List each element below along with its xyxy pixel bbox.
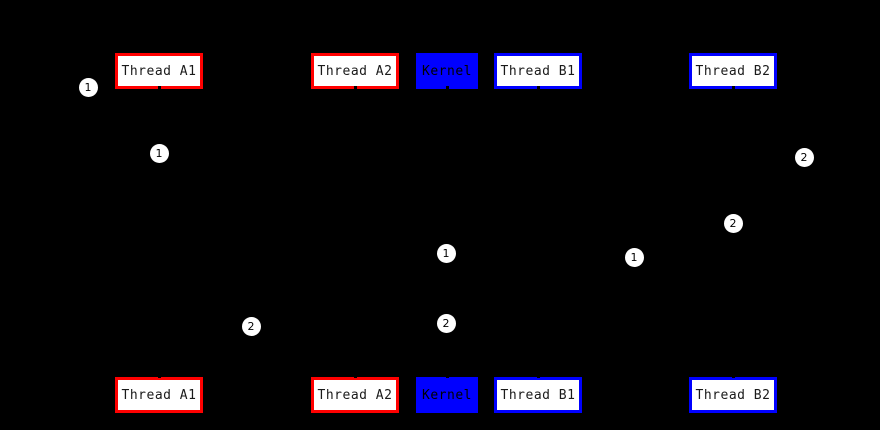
lifeline-thread-b2 [733, 89, 734, 377]
participant-label: Thread B1 [500, 63, 576, 79]
lifeline-stub-thread-a2-top [354, 86, 357, 90]
step-marker: 1 [78, 77, 98, 97]
participant-thread-b2-bottom[interactable]: Thread B2 [689, 377, 777, 413]
step-marker: 2 [794, 147, 814, 167]
step-marker: 2 [241, 316, 261, 336]
participant-thread-a2-bottom[interactable]: Thread A2 [311, 377, 399, 413]
participant-label: Thread A2 [317, 387, 393, 403]
participant-kernel-top[interactable]: Kernel [416, 53, 478, 89]
participant-thread-a1-bottom[interactable]: Thread A1 [115, 377, 203, 413]
lifeline-thread-a2 [355, 89, 356, 377]
lifeline-stub-kernel-bottom [446, 374, 449, 378]
lifeline-stub-thread-b1-top [537, 86, 540, 90]
lifeline-stub-thread-b2-top [732, 86, 735, 90]
participant-label: Thread A2 [317, 63, 393, 79]
step-marker: 2 [723, 213, 743, 233]
participant-label: Thread B1 [500, 387, 576, 403]
participant-label: Thread B2 [695, 387, 771, 403]
participant-label: Thread B2 [695, 63, 771, 79]
lifeline-thread-b1 [538, 89, 539, 377]
lifeline-stub-thread-b2-bottom [732, 374, 735, 378]
participant-thread-b1-bottom[interactable]: Thread B1 [494, 377, 582, 413]
lifeline-thread-a1 [159, 89, 160, 377]
step-marker: 1 [624, 247, 644, 267]
lifeline-stub-kernel-top [446, 86, 449, 90]
step-marker: 1 [436, 243, 456, 263]
participant-thread-b1-top[interactable]: Thread B1 [494, 53, 582, 89]
participant-thread-a1-top[interactable]: Thread A1 [115, 53, 203, 89]
step-marker: 1 [149, 143, 169, 163]
participant-label: Thread A1 [121, 387, 197, 403]
participant-thread-b2-top[interactable]: Thread B2 [689, 53, 777, 89]
participant-label: Kernel [422, 387, 472, 403]
participant-thread-a2-top[interactable]: Thread A2 [311, 53, 399, 89]
participant-label: Kernel [422, 63, 472, 79]
participant-label: Thread A1 [121, 63, 197, 79]
step-marker: 2 [436, 313, 456, 333]
lifeline-stub-thread-a1-bottom [158, 374, 161, 378]
lifeline-kernel [447, 89, 448, 377]
participant-kernel-bottom[interactable]: Kernel [416, 377, 478, 413]
lifeline-stub-thread-a2-bottom [354, 374, 357, 378]
lifeline-stub-thread-a1-top [158, 86, 161, 90]
lifeline-stub-thread-b1-bottom [537, 374, 540, 378]
